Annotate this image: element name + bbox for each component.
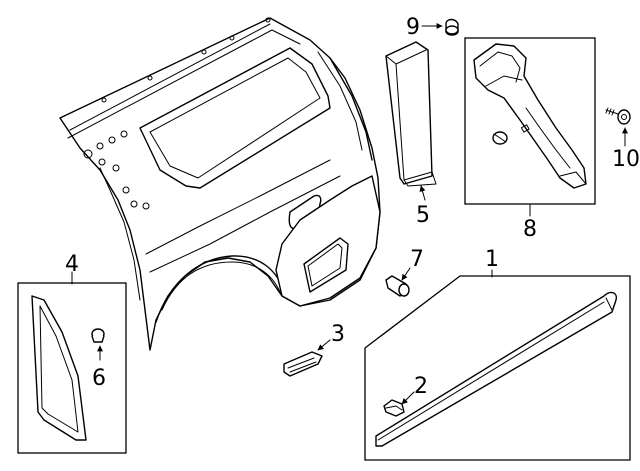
clip-part-6: [91, 328, 105, 343]
leader-3: [317, 339, 331, 351]
leader-7: [401, 267, 411, 281]
clip-part-9: [445, 18, 459, 36]
pillar-panel-part-8: [473, 43, 587, 189]
callout-9: 9: [406, 15, 420, 40]
part-8-box: [464, 37, 596, 205]
leader-5: [419, 185, 426, 201]
clip-part-2: [383, 399, 405, 417]
clip-in-box-8: [492, 131, 508, 145]
callout-1: 1: [485, 247, 499, 272]
callout-7: 7: [410, 247, 424, 272]
callout-3: 3: [331, 322, 345, 347]
callout-4: 4: [65, 252, 79, 277]
pillar-trim-part-5: [385, 41, 437, 187]
callout-5: 5: [416, 203, 430, 228]
screw-part-10: [605, 107, 631, 125]
window-molding-part-4: [31, 295, 87, 441]
quarter-panel: [59, 17, 381, 351]
callout-8: 8: [523, 217, 537, 242]
side-marker-part-3: [283, 351, 323, 377]
callout-6: 6: [92, 366, 106, 391]
callout-10: 10: [612, 147, 640, 172]
rocker-molding-part-1: [375, 291, 618, 447]
part-1-box: [364, 275, 631, 461]
leader-2: [401, 391, 415, 405]
pin-part-7: [385, 275, 410, 297]
callout-2: 2: [414, 374, 428, 399]
